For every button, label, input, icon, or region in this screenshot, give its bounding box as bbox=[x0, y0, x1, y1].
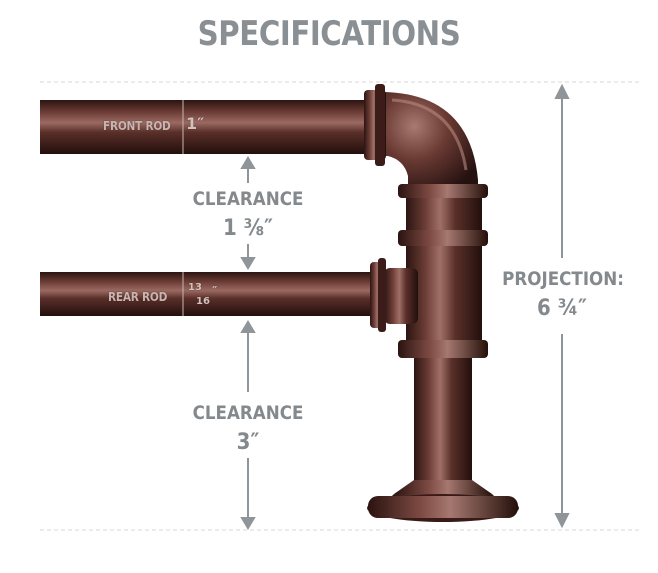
clearance-bottom-arrow bbox=[240, 320, 256, 530]
rear-rod-value-denominator: 16 bbox=[196, 296, 210, 307]
projection-arrow bbox=[554, 83, 570, 529]
bracket-post bbox=[367, 184, 519, 522]
clearance-top-arrow bbox=[240, 156, 256, 270]
page-title: SPECIFICATIONS bbox=[197, 14, 461, 54]
clearance-top-label: CLEARANCE 1 ⅜″ bbox=[178, 188, 318, 241]
rear-rod bbox=[40, 272, 380, 316]
rear-rod-label: REAR ROD bbox=[108, 290, 168, 304]
front-rod bbox=[40, 100, 372, 154]
front-rod-label: FRONT ROD bbox=[103, 119, 171, 133]
front-rod-value: 1″ bbox=[186, 114, 205, 133]
clearance-bottom-caption: CLEARANCE bbox=[192, 402, 304, 424]
rear-rod-value-unit: ″ bbox=[212, 284, 218, 298]
projection-label: PROJECTION: 6 ¾″ bbox=[494, 268, 630, 321]
clearance-bottom-label: CLEARANCE 3″ bbox=[178, 402, 318, 455]
clearance-top-caption: CLEARANCE bbox=[192, 188, 304, 210]
rear-rod-value-numerator: 13 bbox=[188, 282, 202, 293]
projection-value: 6 ¾″ bbox=[536, 296, 588, 321]
elbow-fitting bbox=[364, 84, 478, 190]
clearance-top-value: 1 ⅜″ bbox=[222, 216, 274, 241]
projection-caption: PROJECTION: bbox=[502, 268, 624, 290]
clearance-bottom-value: 3″ bbox=[236, 430, 260, 455]
